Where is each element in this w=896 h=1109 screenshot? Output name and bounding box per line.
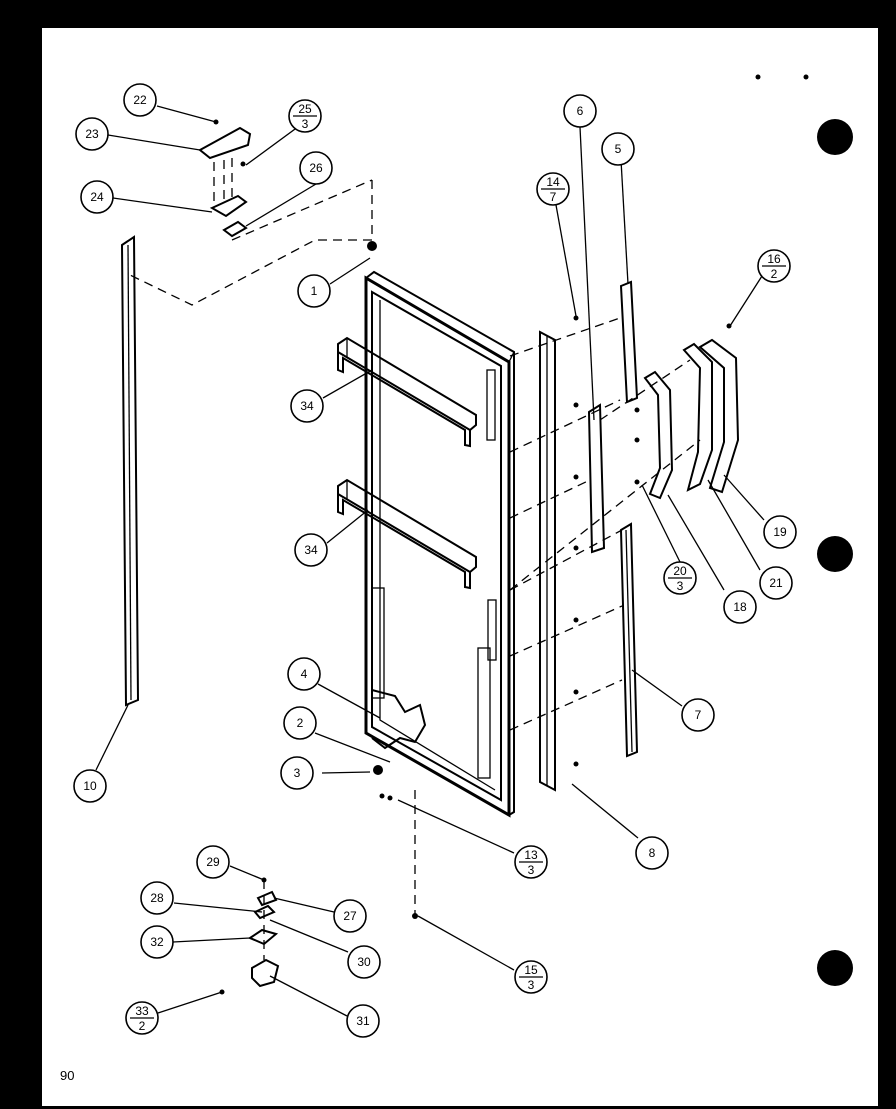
binder-hole-top xyxy=(817,119,853,155)
bottom-hinge xyxy=(247,880,280,988)
callout-quantity: 7 xyxy=(550,190,557,204)
callout-19: 19 xyxy=(763,515,797,549)
callout-number: 34 xyxy=(304,543,318,557)
callout-number: 31 xyxy=(356,1014,370,1028)
callout-number: 3 xyxy=(294,766,301,780)
callout-1: 1 xyxy=(297,274,331,308)
callout-15: 153 xyxy=(514,960,548,994)
callout-26: 26 xyxy=(299,151,333,185)
callout-number: 7 xyxy=(695,708,702,722)
callout-quantity: 3 xyxy=(677,579,684,593)
leader-lines xyxy=(95,105,765,1017)
binder-hole-middle xyxy=(817,536,853,572)
callout-quantity: 2 xyxy=(139,1019,146,1033)
callout-22: 22 xyxy=(123,83,157,117)
callout-14: 147 xyxy=(536,172,570,206)
door-shelf-upper xyxy=(337,336,477,448)
callout-31: 31 xyxy=(346,1004,380,1038)
callout-number: 20 xyxy=(673,564,687,578)
callout-25: 253 xyxy=(288,99,322,133)
callout-number: 25 xyxy=(298,102,312,116)
callout-number: 10 xyxy=(83,779,97,793)
callout-quantity: 3 xyxy=(528,978,535,992)
callout-number: 32 xyxy=(150,935,164,949)
callout-number: 21 xyxy=(769,576,783,590)
callout-number: 30 xyxy=(357,955,371,969)
callout-20: 203 xyxy=(663,561,697,595)
callout-4: 4 xyxy=(287,657,321,691)
handle-assembly xyxy=(643,338,740,500)
callout-10: 10 xyxy=(73,769,107,803)
callout-30: 30 xyxy=(347,945,381,979)
callout-32: 32 xyxy=(140,925,174,959)
callout-number: 29 xyxy=(206,855,220,869)
callout-number: 19 xyxy=(773,525,787,539)
callout-3: 3 xyxy=(280,756,314,790)
callout-number: 5 xyxy=(615,142,622,156)
callout-8: 8 xyxy=(635,836,669,870)
callout-number: 8 xyxy=(649,846,656,860)
callout-number: 14 xyxy=(546,175,560,189)
callout-number: 4 xyxy=(301,667,308,681)
callout-23: 23 xyxy=(75,117,109,151)
callout-33: 332 xyxy=(125,1001,159,1035)
callout-number: 28 xyxy=(150,891,164,905)
callout-number: 27 xyxy=(343,909,357,923)
callout-number: 2 xyxy=(297,716,304,730)
callout-number: 34 xyxy=(300,399,314,413)
callout-number: 13 xyxy=(524,848,538,862)
callout-29: 29 xyxy=(196,845,230,879)
callout-28: 28 xyxy=(140,881,174,915)
alignment-lines xyxy=(129,179,701,915)
top-hinge xyxy=(198,126,252,238)
callout-number: 6 xyxy=(577,104,584,118)
page-number: 90 xyxy=(60,1068,75,1083)
screws xyxy=(213,74,809,995)
callout-number: 24 xyxy=(90,190,104,204)
callout-number: 23 xyxy=(85,127,99,141)
callout-number: 33 xyxy=(135,1004,149,1018)
callout-34a: 34 xyxy=(290,389,324,423)
callout-18: 18 xyxy=(723,590,757,624)
callout-number: 15 xyxy=(524,963,538,977)
callout-quantity: 2 xyxy=(771,267,778,281)
callout-number: 1 xyxy=(311,284,318,298)
callout-6: 6 xyxy=(563,94,597,128)
trim-5 xyxy=(619,280,639,404)
callout-number: 22 xyxy=(133,93,147,107)
door-gasket xyxy=(120,235,140,707)
callout-5: 5 xyxy=(601,132,635,166)
callout-2: 2 xyxy=(283,706,317,740)
callout-27: 27 xyxy=(333,899,367,933)
callout-number: 16 xyxy=(767,252,781,266)
door-shelf-lower xyxy=(337,478,477,590)
callout-34b: 34 xyxy=(294,533,328,567)
callout-7: 7 xyxy=(681,698,715,732)
callout-13: 133 xyxy=(514,845,548,879)
door-panel xyxy=(364,270,515,818)
callout-number: 26 xyxy=(309,161,323,175)
callout-number: 18 xyxy=(733,600,747,614)
binder-hole-bottom xyxy=(817,950,853,986)
callout-quantity: 3 xyxy=(302,117,309,131)
trim-6 xyxy=(587,403,606,554)
trim-7 xyxy=(619,522,639,758)
callout-quantity: 3 xyxy=(528,863,535,877)
callout-16: 162 xyxy=(757,249,791,283)
callout-24: 24 xyxy=(80,180,114,214)
callout-21: 21 xyxy=(759,566,793,600)
